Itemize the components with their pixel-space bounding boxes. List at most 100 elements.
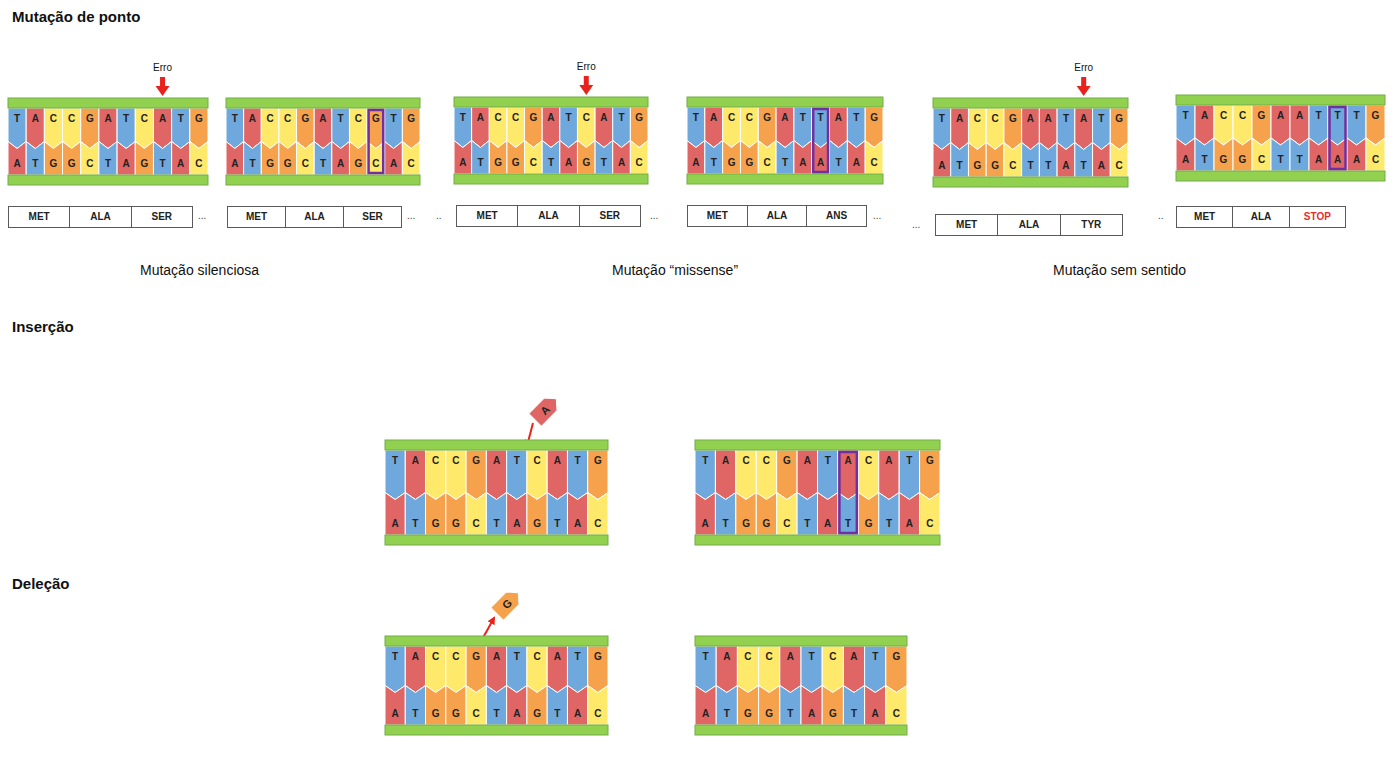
base-block [507, 107, 525, 148]
base-block [1328, 138, 1347, 171]
base-letter: A [1039, 113, 1057, 125]
base-block [385, 108, 403, 149]
base-block [547, 450, 567, 500]
base-letter: A [1309, 154, 1328, 166]
base-letter: G [507, 157, 525, 169]
base-letter: A [172, 158, 190, 170]
base-letter: G [758, 112, 776, 124]
base-block [847, 141, 865, 175]
base-letter: A [507, 518, 527, 530]
base-letter: T [172, 113, 190, 125]
base-letter: A [454, 157, 472, 169]
base-block [577, 141, 595, 175]
base-letter: A [507, 708, 527, 720]
base-letter: T [801, 651, 822, 663]
base-letter: G [279, 158, 297, 170]
base-block [695, 686, 716, 726]
base-block [595, 141, 613, 175]
base-block [405, 646, 425, 693]
base-block [986, 108, 1004, 150]
base-letter: A [695, 518, 715, 530]
base-letter: G [81, 113, 99, 125]
base-block [695, 493, 715, 536]
base-block [736, 493, 756, 536]
base-letter: A [1347, 154, 1366, 166]
base-block [695, 646, 716, 693]
amino-acid: ANS [806, 206, 866, 226]
base-block [525, 107, 543, 148]
base-block [951, 108, 969, 150]
base-block [466, 493, 486, 536]
base-letter: C [737, 651, 758, 663]
amino-acid: ALA [997, 215, 1059, 235]
base-block [1233, 138, 1252, 171]
base-block [279, 142, 297, 176]
base-block [385, 646, 405, 693]
base-block [1057, 108, 1075, 150]
base-letter: A [405, 651, 425, 663]
base-letter: G [920, 455, 940, 467]
base-letter: A [486, 455, 506, 467]
base-block [385, 686, 405, 726]
base-letter: G [1233, 154, 1252, 166]
amino-acid: TYR [1060, 215, 1122, 235]
base-block [63, 108, 81, 149]
base-letter: G [527, 708, 547, 720]
base-letter: A [933, 160, 951, 172]
base-block [865, 107, 883, 148]
base-block [933, 108, 951, 150]
base-block [588, 450, 608, 500]
base-letter: G [489, 157, 507, 169]
base-block [349, 108, 367, 149]
base-letter: T [595, 157, 613, 169]
base-letter: G [63, 158, 81, 170]
base-letter: T [695, 651, 716, 663]
base-block [758, 141, 776, 175]
base-block [261, 108, 279, 149]
base-letter: A [695, 708, 716, 720]
base-letter: G [426, 708, 446, 720]
base-letter: T [716, 708, 737, 720]
base-block [588, 493, 608, 536]
amino-acid: SER [579, 206, 640, 226]
base-block [858, 493, 878, 536]
base-letter: A [780, 651, 801, 663]
ellipsis: ... [407, 210, 415, 222]
base-letter: G [577, 157, 595, 169]
base-letter: T [153, 158, 171, 170]
base-letter: A [716, 651, 737, 663]
ellipsis: ... [873, 210, 881, 222]
base-letter: G [1366, 110, 1385, 122]
base-block [332, 108, 350, 149]
base-letter: G [865, 112, 883, 124]
nucleotide-tag [491, 586, 525, 620]
base-letter: C [777, 518, 797, 530]
base-block [838, 493, 858, 536]
base-letter: C [1004, 160, 1022, 172]
base-block [1290, 138, 1309, 171]
base-block [899, 450, 919, 500]
base-block [507, 450, 527, 500]
base-block [1309, 105, 1328, 145]
base-block [472, 141, 490, 175]
base-block [402, 142, 420, 176]
base-letter: A [244, 113, 262, 125]
base-block [1195, 105, 1214, 145]
base-letter: G [44, 158, 62, 170]
base-letter: T [899, 455, 919, 467]
base-block [920, 493, 940, 536]
base-block [968, 143, 986, 178]
base-letter: T [542, 157, 560, 169]
base-letter: A [838, 455, 858, 467]
base-block [279, 108, 297, 149]
base-letter: T [1039, 160, 1057, 172]
base-block [687, 107, 705, 148]
base-block [1022, 108, 1040, 150]
amino-acid: MET [9, 207, 69, 227]
base-block [759, 646, 780, 693]
base-letter: T [385, 113, 403, 125]
base-letter: T [705, 157, 723, 169]
base-letter: C [446, 651, 466, 663]
mutation-caption: Mutação silenciosa [140, 262, 259, 279]
base-block [879, 493, 899, 536]
